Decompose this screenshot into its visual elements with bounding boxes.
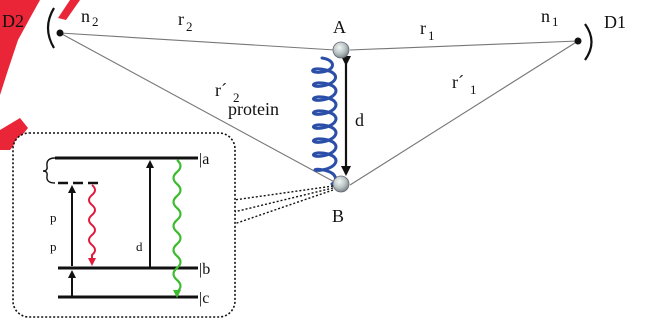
label-level-a: |a (199, 151, 209, 168)
label-n1-sub: 1 (552, 14, 559, 29)
path-lines (59, 32, 579, 186)
label-protein: protein (228, 99, 279, 119)
label-pump-bottom: p (50, 239, 57, 254)
label-d2: D2 (2, 11, 24, 31)
path-r2 (59, 32, 336, 51)
path-r1-prime (349, 40, 579, 186)
label-r1: r (420, 18, 426, 38)
label-r2-prime: r´ (215, 80, 227, 100)
label-r2: r (178, 9, 184, 29)
detuning-brace (42, 157, 56, 184)
path-r2-prime (59, 32, 341, 186)
atom-b (332, 175, 350, 193)
label-drive: d (136, 239, 143, 254)
path-r1 (349, 40, 579, 51)
label-r2-sub: 2 (186, 19, 193, 34)
label-distance-d: d (355, 110, 364, 130)
label-b: B (332, 206, 344, 226)
protein-helix (311, 56, 338, 186)
label-n2: n (81, 6, 90, 26)
watermark-shape (0, 0, 80, 150)
red-emission-wave (88, 184, 96, 266)
label-d1: D1 (604, 12, 626, 32)
label-r2-prime-sub: 2 (233, 90, 240, 105)
label-a: A (333, 17, 346, 37)
energy-level-inset (12, 132, 236, 318)
zoom-lines (233, 185, 334, 225)
label-level-b: |b (199, 261, 210, 278)
label-r1-prime: r´ (452, 72, 464, 92)
label-level-c: |c (199, 290, 209, 307)
label-n2-sub: 2 (92, 14, 99, 29)
label-r1-sub: 1 (428, 28, 435, 43)
green-emission-wave (172, 159, 182, 298)
detector-d1 (574, 23, 593, 61)
labels: D2 n 2 r 2 A r 1 n 1 D1 r´ 2 r´ 1 protei… (2, 6, 626, 307)
label-n1: n (541, 6, 550, 26)
detector-d2 (46, 7, 64, 49)
atom-a (332, 41, 350, 59)
label-r1-prime-sub: 1 (470, 82, 477, 97)
label-pump-top: p (50, 210, 57, 225)
